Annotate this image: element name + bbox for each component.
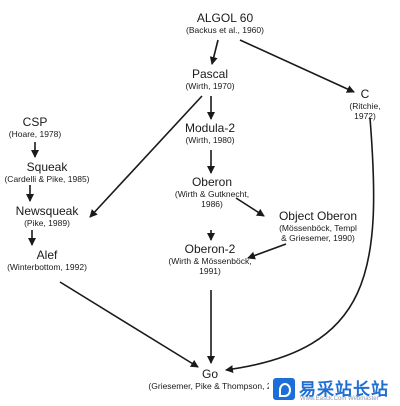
edge-algol60-pascal	[209, 39, 219, 65]
edge-algol60-c	[239, 39, 355, 93]
edge-c-go	[225, 117, 375, 374]
node-algol60-cite: (Backus et al., 1960)	[186, 24, 264, 35]
node-squeak-cite: (Cardelli & Pike, 1985)	[4, 173, 90, 184]
node-go-cite: (Griesemer, Pike & Thompson, 2	[148, 380, 272, 391]
node-oberon2-name: Oberon-2	[184, 242, 236, 256]
node-csp-cite: (Hoare, 1978)	[8, 128, 62, 139]
edge-alef-go	[59, 281, 199, 368]
node-modula2-name: Modula-2	[184, 121, 236, 135]
node-c: C (Ritchie, 1972)	[348, 87, 383, 121]
node-pascal: Pascal (Wirth, 1970)	[185, 67, 235, 92]
node-oberon: Oberon (Wirth & Gutknecht, 1986)	[174, 175, 250, 209]
node-c-name: C	[360, 87, 370, 101]
node-oberon-name: Oberon	[191, 175, 233, 189]
edge-objectoberon-oberon2	[247, 243, 287, 260]
node-alef: Alef (Winterbottom, 1992)	[7, 248, 87, 273]
node-newsqueak-name: Newsqueak	[15, 204, 79, 218]
watermark-logo-icon	[273, 378, 295, 400]
watermark-subtext: Www.Easck.Com Webmaster	[300, 396, 379, 402]
node-pascal-cite: (Wirth, 1970)	[185, 80, 235, 91]
node-go-name: Go	[201, 367, 218, 381]
node-alef-name: Alef	[36, 248, 58, 262]
node-objectoberon-cite: (Mössenböck, Templ & Griesemer, 1990)	[279, 222, 357, 243]
watermark: 易采站长站 Www.Easck.Com Webmaster	[269, 374, 400, 406]
watermark-text: 易采站长站	[299, 380, 389, 400]
edge-pascal-newsqueak	[89, 95, 203, 218]
node-csp: CSP (Hoare, 1978)	[8, 115, 62, 140]
node-squeak: Squeak (Cardelli & Pike, 1985)	[4, 160, 90, 185]
edge-oberon-objectoberon	[235, 197, 265, 217]
node-objectoberon: Object Oberon (Mössenböck, Templ & Gries…	[278, 209, 358, 243]
node-oberon-cite: (Wirth & Gutknecht, 1986)	[174, 188, 250, 209]
node-newsqueak: Newsqueak (Pike, 1989)	[15, 204, 79, 229]
node-go: Go (Griesemer, Pike & Thompson, 2	[148, 367, 272, 392]
node-c-cite: (Ritchie, 1972)	[349, 100, 381, 121]
node-algol60-name: ALGOL 60	[196, 11, 254, 25]
node-squeak-name: Squeak	[26, 160, 68, 174]
node-objectoberon-name: Object Oberon	[278, 209, 358, 223]
node-pascal-name: Pascal	[191, 67, 229, 81]
node-newsqueak-cite: (Pike, 1989)	[24, 217, 70, 228]
node-modula2-cite: (Wirth, 1980)	[185, 134, 235, 145]
node-csp-name: CSP	[22, 115, 48, 129]
node-modula2: Modula-2 (Wirth, 1980)	[184, 121, 236, 146]
node-oberon2-cite: (Wirth & Mössenböck, 1991)	[168, 255, 252, 276]
node-oberon2: Oberon-2 (Wirth & Mössenböck, 1991)	[168, 242, 252, 276]
node-algol60: ALGOL 60 (Backus et al., 1960)	[186, 11, 264, 36]
node-alef-cite: (Winterbottom, 1992)	[7, 261, 87, 272]
